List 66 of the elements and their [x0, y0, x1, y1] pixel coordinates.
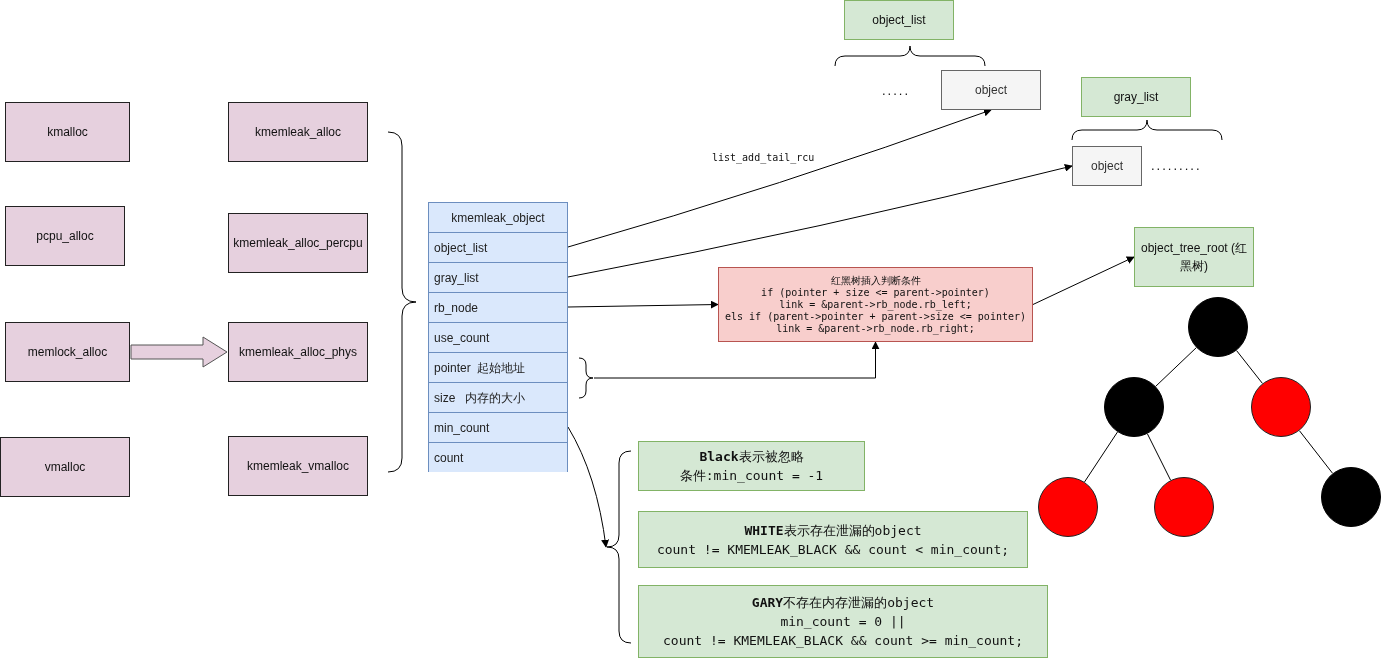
code-line: link = &parent->rb_node.rb_left;: [779, 298, 972, 311]
box-label: kmemleak_alloc_phys: [238, 344, 358, 361]
box-label: object_list: [872, 12, 926, 29]
field-name: gray_list: [434, 269, 479, 287]
function-box: [0, 437, 130, 497]
code-line: count != KMEMLEAK_BLACK && count < min_count;: [656, 540, 1010, 559]
state-box: [638, 585, 1048, 658]
edge-label: list_add_tail_rcu: [711, 151, 816, 165]
box-label: object: [975, 82, 1007, 99]
field-name: rb_node: [434, 299, 479, 317]
code-line: GARY不存在内存泄漏的object: [751, 594, 935, 612]
function-box: [5, 322, 130, 382]
box-label: kmalloc: [47, 124, 88, 141]
field-name: size 内存的大小: [434, 389, 526, 407]
tree-edge-line: [1236, 350, 1263, 384]
state-box: [638, 441, 865, 491]
box-title: 红黑树插入判断条件: [830, 274, 921, 287]
box-label: kmemleak_alloc: [254, 124, 341, 141]
box-label: gray_list: [1113, 89, 1159, 106]
box-label: kmemleak_vmalloc: [247, 458, 349, 475]
function-box: [5, 206, 125, 266]
box-label: object_tree_root (红黑树): [1139, 240, 1249, 275]
field-name: object_list: [434, 239, 488, 257]
code-line: Black表示被忽略: [699, 448, 804, 466]
table-header: kmemleak_object: [450, 209, 546, 227]
box-label: pcpu_alloc: [36, 228, 94, 245]
struct-table: [428, 202, 568, 472]
ellipsis-text: .........: [1151, 157, 1202, 175]
code-line: els if (parent->pointer + parent->size <= pointer): [725, 310, 1026, 323]
box-label: object: [1091, 158, 1123, 175]
condition-box: [718, 267, 1033, 342]
arrow: [567, 426, 609, 548]
tree-edge-line: [1146, 433, 1172, 481]
code-line: if (pointer + size <= parent->pointer): [761, 286, 990, 299]
field-name: pointer 起始地址: [434, 359, 526, 377]
arrow: [593, 341, 880, 379]
field-name: min_count: [434, 419, 490, 437]
block-arrow: [130, 336, 228, 368]
state-box: [638, 511, 1028, 568]
list-head-box: [1081, 77, 1191, 117]
code-line: WHITE表示存在泄漏的object: [744, 521, 922, 540]
arrow: [567, 108, 992, 248]
code-line: 条件:min_count = -1: [679, 467, 824, 485]
function-box: [228, 436, 368, 496]
box-label: memlock_alloc: [27, 344, 108, 361]
function-box: [5, 102, 130, 162]
function-box: [228, 102, 368, 162]
tree-edge-line: [1084, 431, 1118, 483]
tree-edge-line: [1298, 430, 1334, 474]
code-line: min_count = 0 ||: [780, 613, 906, 631]
field-name: use_count: [434, 329, 490, 347]
tree-edge-line: [1155, 347, 1197, 387]
arrow: [1032, 256, 1135, 305]
arrow: [567, 300, 719, 309]
code-line: count != KMEMLEAK_BLACK && count >= min_count;: [663, 632, 1023, 650]
box-label: vmalloc: [44, 459, 86, 476]
list-head-box: [1134, 227, 1254, 287]
arrow: [567, 163, 1073, 278]
function-box: [228, 322, 368, 382]
table-row: [429, 442, 567, 472]
ellipsis-text: .....: [882, 82, 911, 100]
list-head-box: [844, 0, 954, 40]
code-line: link = &parent->rb_node.rb_right;: [776, 322, 975, 335]
box-label: kmemleak_alloc_percpu: [233, 235, 363, 252]
function-box: [228, 213, 368, 273]
field-name: count: [434, 449, 464, 467]
